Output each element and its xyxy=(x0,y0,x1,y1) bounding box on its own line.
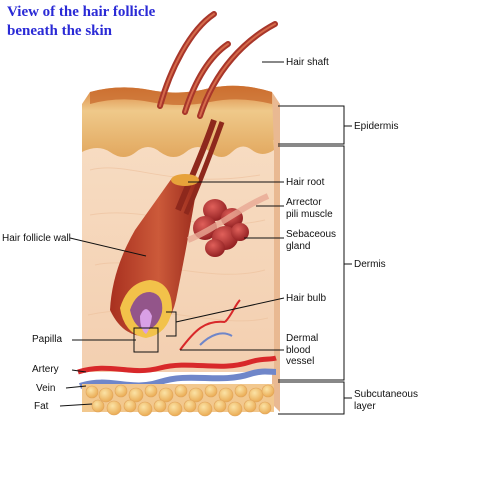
label-epidermis: Epidermis xyxy=(354,121,399,132)
papilla-box xyxy=(133,327,159,353)
label-vein: Vein xyxy=(36,383,56,394)
leader-lines xyxy=(59,61,352,415)
epidermis-bracket xyxy=(278,105,345,145)
label-dermal-line-3: vessel xyxy=(286,356,315,367)
title-line-1: View of the hair follicle xyxy=(7,4,156,20)
label-dermal-line-1: Dermal xyxy=(286,333,319,344)
epidermis-top-stratum xyxy=(90,85,272,105)
dermis-bracket xyxy=(278,145,345,381)
label-fat: Fat xyxy=(34,401,49,412)
subcutaneous-bracket xyxy=(278,381,345,415)
leader-hair-bulb xyxy=(175,297,285,323)
leader-artery xyxy=(71,369,87,373)
dermal-blood-vessels xyxy=(179,299,241,351)
label-arrector-line-2: pili muscle xyxy=(286,208,333,220)
label-sebaceous-line-2: gland xyxy=(286,240,311,252)
leader-follicle-wall xyxy=(69,237,147,257)
figure-title: View of the hair follicle beneath the sk… xyxy=(7,3,155,41)
title-line-2: beneath the skin xyxy=(7,23,113,39)
hair-bulb-bracket xyxy=(166,311,177,337)
fat-cells xyxy=(85,384,275,417)
leader-fat xyxy=(59,403,93,407)
label-subcutaneous-layer: Subcutaneous layer xyxy=(354,389,418,412)
label-arrector-line-1: Arrector xyxy=(286,197,322,208)
label-hair-root: Hair root xyxy=(286,177,325,188)
label-hair-shaft: Hair shaft xyxy=(286,57,329,68)
label-hair-follicle-wall: Hair follicle wall xyxy=(2,233,71,244)
hair-shafts xyxy=(157,11,278,119)
label-papilla: Papilla xyxy=(32,334,63,345)
epidermis-layer xyxy=(82,85,274,157)
label-artery: Artery xyxy=(32,364,59,375)
label-subcutaneous-line-1: Subcutaneous xyxy=(354,389,418,400)
label-arrector-pili-muscle: Arrector pili muscle xyxy=(286,197,333,220)
label-dermal-blood-vessel: Dermal blood vessel xyxy=(286,333,318,368)
label-subcutaneous-line-2: layer xyxy=(354,400,376,412)
leader-vein xyxy=(65,385,87,389)
label-dermis: Dermis xyxy=(354,259,386,270)
label-hair-bulb: Hair bulb xyxy=(286,293,327,304)
hair-root-collar xyxy=(171,174,199,186)
label-dermal-line-2: blood xyxy=(286,344,311,356)
label-sebaceous-gland: Sebaceous gland xyxy=(286,229,336,252)
arrector-pili-muscle xyxy=(186,193,270,243)
vein-vessel xyxy=(79,368,277,389)
artery-vessel xyxy=(77,355,277,375)
label-sebaceous-line-1: Sebaceous xyxy=(286,229,337,240)
sebaceous-gland xyxy=(193,199,249,257)
